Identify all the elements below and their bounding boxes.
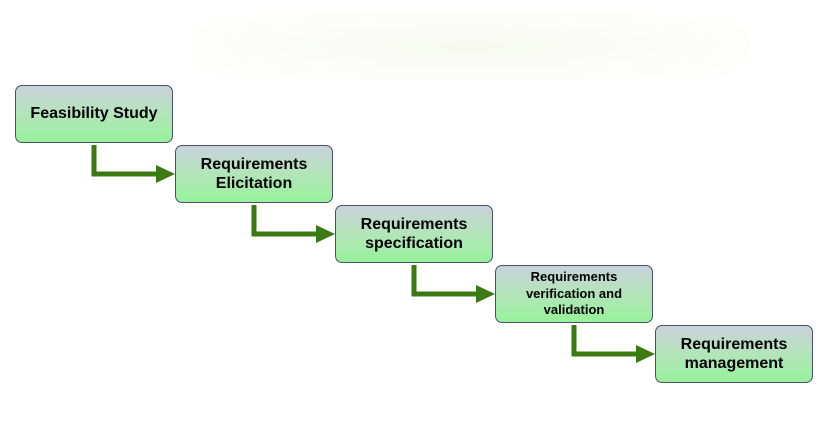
- step-requirements-verification-validation: Requirements verification and validation: [495, 265, 653, 323]
- step-label: Requirements specification: [360, 215, 468, 252]
- arrow-3: [411, 265, 478, 297]
- step-requirements-elicitation: Requirements Elicitation: [175, 145, 333, 203]
- step-requirements-specification: Requirements specification: [335, 205, 493, 263]
- background-glow: [190, 12, 750, 80]
- arrow-2: [251, 205, 318, 237]
- arrowhead-1: [156, 165, 175, 183]
- arrowhead-2: [316, 225, 335, 243]
- step-label: Requirements Elicitation: [200, 155, 308, 192]
- arrow-4: [571, 325, 638, 357]
- step-requirements-management: Requirements management: [655, 325, 813, 383]
- arrowhead-3: [476, 285, 495, 303]
- step-label: Requirements verification and validation: [525, 268, 623, 318]
- step-label: Feasibility Study: [30, 105, 158, 123]
- arrowhead-4: [636, 345, 655, 363]
- step-label: Requirements management: [680, 335, 788, 372]
- step-feasibility-study: Feasibility Study: [15, 85, 173, 143]
- arrow-1: [91, 145, 158, 177]
